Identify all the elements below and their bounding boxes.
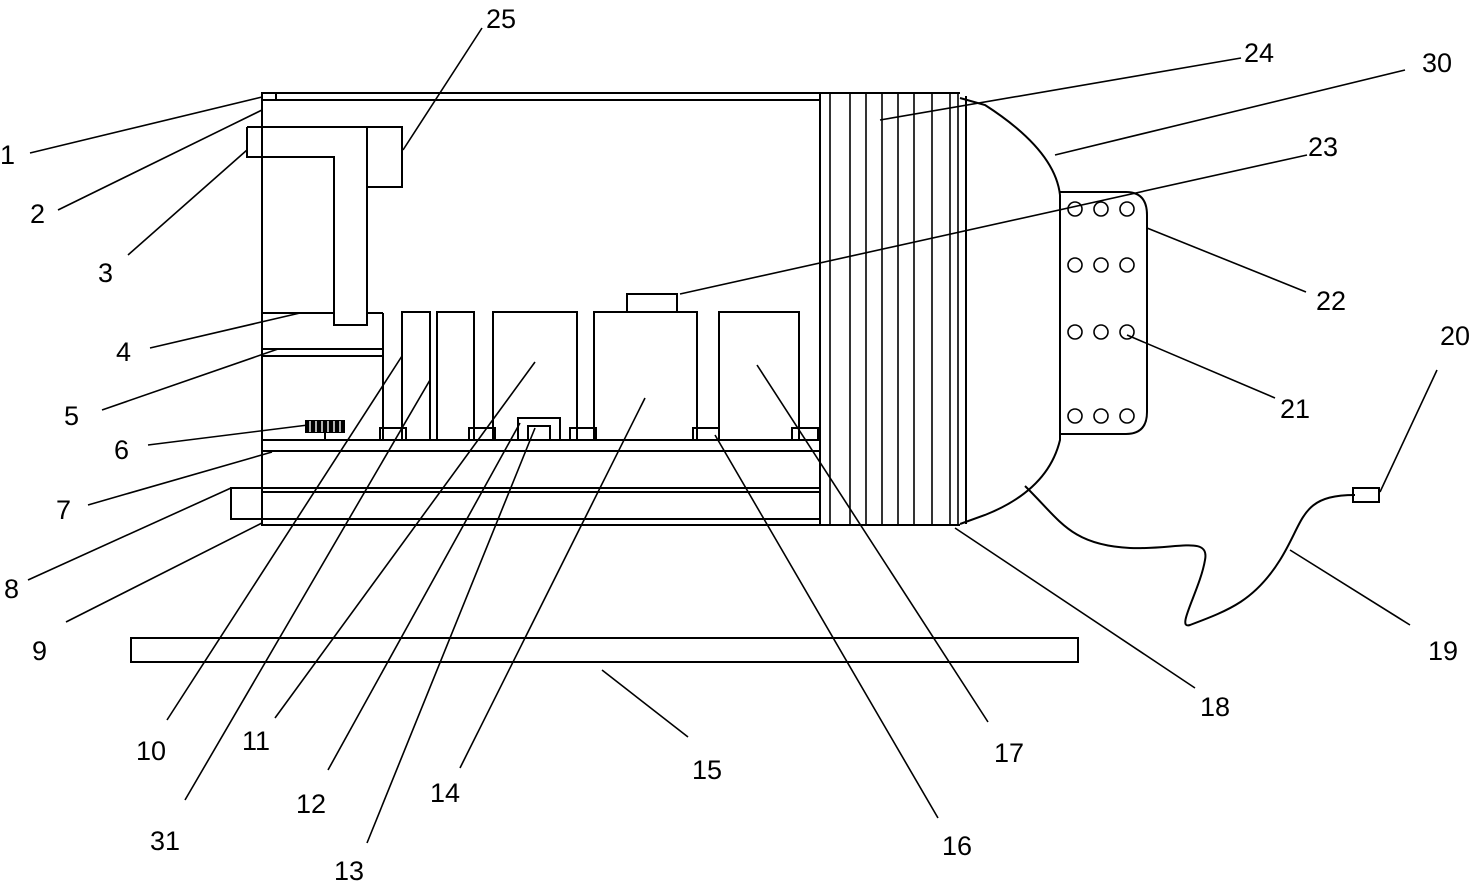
fin-stack (820, 92, 967, 526)
base-plate (130, 637, 1079, 663)
label-7: 7 (56, 495, 71, 525)
label-23: 23 (1308, 132, 1338, 162)
label-10: 10 (136, 736, 166, 766)
label-15: 15 (692, 755, 722, 785)
rounded-cap (959, 97, 1061, 525)
label-25: 25 (486, 4, 516, 34)
labels: 1 2 3 4 5 6 7 8 9 10 11 12 13 14 15 16 1… (0, 4, 1470, 884)
label-11: 11 (242, 726, 270, 756)
label-13: 13 (334, 856, 364, 884)
port-panel (1060, 191, 1148, 435)
label-4: 4 (116, 337, 131, 367)
label-22: 22 (1316, 286, 1346, 316)
port-holes (1067, 201, 1135, 424)
label-17: 17 (994, 738, 1024, 768)
label-1: 1 (0, 140, 15, 170)
cable (1024, 485, 1356, 627)
label-20: 20 (1440, 321, 1470, 351)
label-3: 3 (98, 258, 113, 288)
board-connectors (379, 417, 819, 441)
label-31: 31 (150, 826, 180, 856)
internal-modules (401, 293, 800, 441)
label-24: 24 (1244, 38, 1274, 68)
label-5: 5 (64, 401, 79, 431)
label-2: 2 (30, 199, 45, 229)
label-6: 6 (114, 435, 129, 465)
leader-lines (27, 27, 1438, 844)
top-block (366, 126, 403, 188)
label-18: 18 (1200, 692, 1230, 722)
main-housing (261, 92, 821, 526)
label-19: 19 (1428, 636, 1458, 666)
label-12: 12 (296, 789, 326, 819)
label-16: 16 (942, 831, 972, 861)
plug (1352, 487, 1380, 503)
label-8: 8 (4, 574, 19, 604)
label-21: 21 (1280, 394, 1310, 424)
label-9: 9 (32, 636, 47, 666)
label-14: 14 (430, 778, 460, 808)
l-shaped-pipe (246, 126, 368, 326)
board-layers (230, 439, 820, 520)
label-30: 30 (1422, 48, 1452, 78)
small-component (305, 420, 345, 433)
